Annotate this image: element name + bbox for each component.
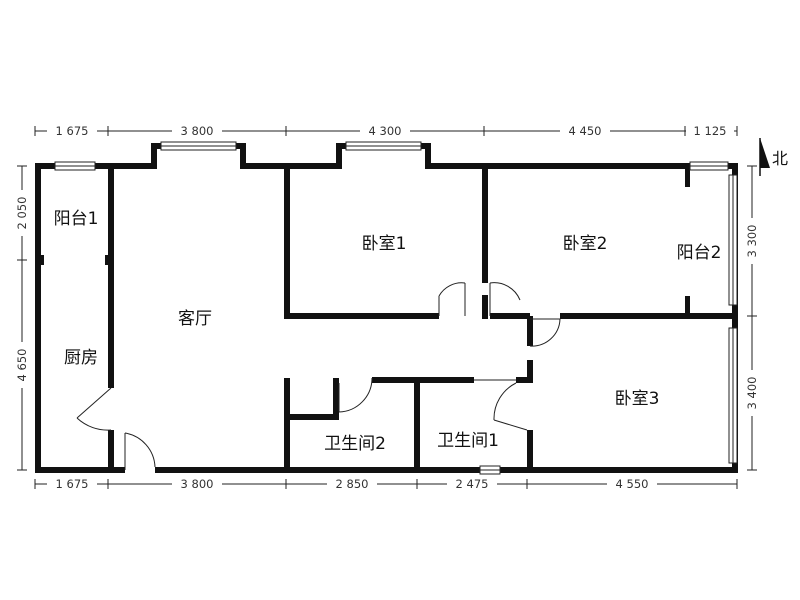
dim-right-1: 3 300 bbox=[745, 225, 759, 258]
dim-left-2: 4 650 bbox=[15, 349, 29, 382]
dim-bottom-2: 3 800 bbox=[181, 477, 214, 491]
room-label-bedroom2: 卧室2 bbox=[563, 234, 608, 254]
windows bbox=[38, 141, 738, 475]
dim-left-1: 2 050 bbox=[15, 197, 29, 230]
dim-top-3: 4 300 bbox=[369, 124, 402, 138]
room-label-balcony1: 阳台1 bbox=[54, 209, 99, 229]
room-label-bath2: 卫生间2 bbox=[324, 434, 386, 454]
dim-bottom-3: 2 850 bbox=[336, 477, 369, 491]
room-label-bedroom1: 卧室1 bbox=[362, 234, 407, 254]
north-label: 北 bbox=[772, 149, 788, 168]
room-label-bedroom3: 卧室3 bbox=[615, 389, 660, 409]
dim-top-5: 1 125 bbox=[694, 124, 727, 138]
room-label-living: 客厅 bbox=[178, 309, 212, 329]
dim-bottom-5: 4 550 bbox=[616, 477, 649, 491]
dim-top-1: 1 675 bbox=[56, 124, 89, 138]
room-label-balcony2: 阳台2 bbox=[677, 243, 722, 263]
dim-right-2: 3 400 bbox=[745, 377, 759, 410]
doors bbox=[76, 282, 561, 470]
dim-bottom-4: 2 475 bbox=[456, 477, 489, 491]
north-arrow-icon bbox=[759, 138, 770, 176]
room-label-kitchen: 厨房 bbox=[64, 348, 98, 368]
room-label-bath1: 卫生间1 bbox=[437, 431, 499, 451]
dim-top-4: 4 450 bbox=[569, 124, 602, 138]
dim-bottom-1: 1 675 bbox=[56, 477, 89, 491]
dimension-lines bbox=[17, 126, 757, 489]
walls bbox=[35, 143, 738, 473]
dim-top-2: 3 800 bbox=[181, 124, 214, 138]
